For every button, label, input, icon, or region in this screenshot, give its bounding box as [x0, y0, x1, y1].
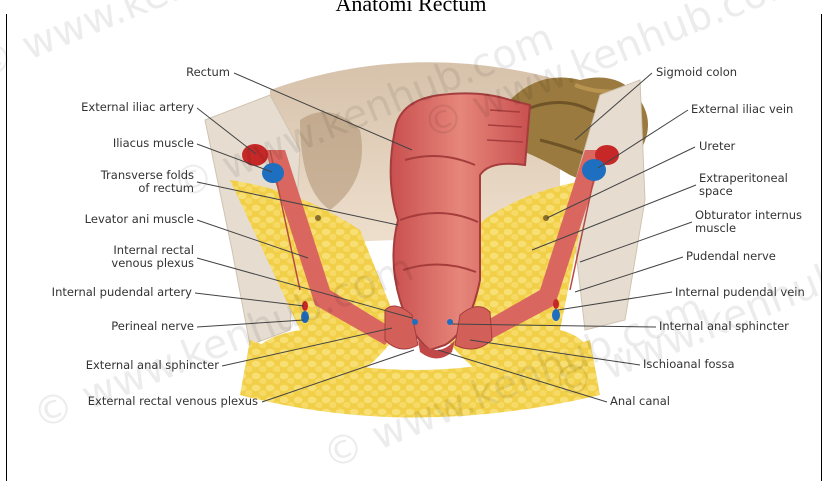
label-ureter: Ureter [699, 140, 735, 153]
label-external-rectal-venous-plexus: External rectal venous plexus [30, 395, 258, 408]
label-pudendal-nerve: Pudendal nerve [686, 250, 776, 263]
label-iliacus-muscle: Iliacus muscle [30, 137, 194, 150]
label-external-iliac-artery: External iliac artery [30, 101, 194, 114]
label-obturator-internus-muscle: Obturator internus muscle [695, 209, 802, 235]
label-extraperitoneal-space: Extraperitoneal space [699, 172, 788, 198]
label-internal-rectal-venous-plexus: Internal rectal venous plexus [30, 244, 194, 270]
label-ischioanal-fossa: Ischioanal fossa [643, 358, 735, 371]
label-perineal-nerve: Perineal nerve [30, 320, 194, 333]
label-transverse-folds: Transverse folds of rectum [30, 169, 194, 195]
label-sigmoid-colon: Sigmoid colon [656, 66, 737, 79]
label-rectum: Rectum [100, 66, 230, 79]
label-external-anal-sphincter: External anal sphincter [30, 359, 219, 372]
label-internal-pudendal-artery: Internal pudendal artery [14, 286, 192, 299]
label-levator-ani-muscle: Levator ani muscle [30, 213, 194, 226]
label-anal-canal: Anal canal [610, 395, 670, 408]
label-internal-pudendal-vein: Internal pudendal vein [675, 286, 805, 299]
label-external-iliac-vein: External iliac vein [691, 103, 793, 116]
label-internal-anal-sphincter: Internal anal sphincter [659, 320, 789, 333]
